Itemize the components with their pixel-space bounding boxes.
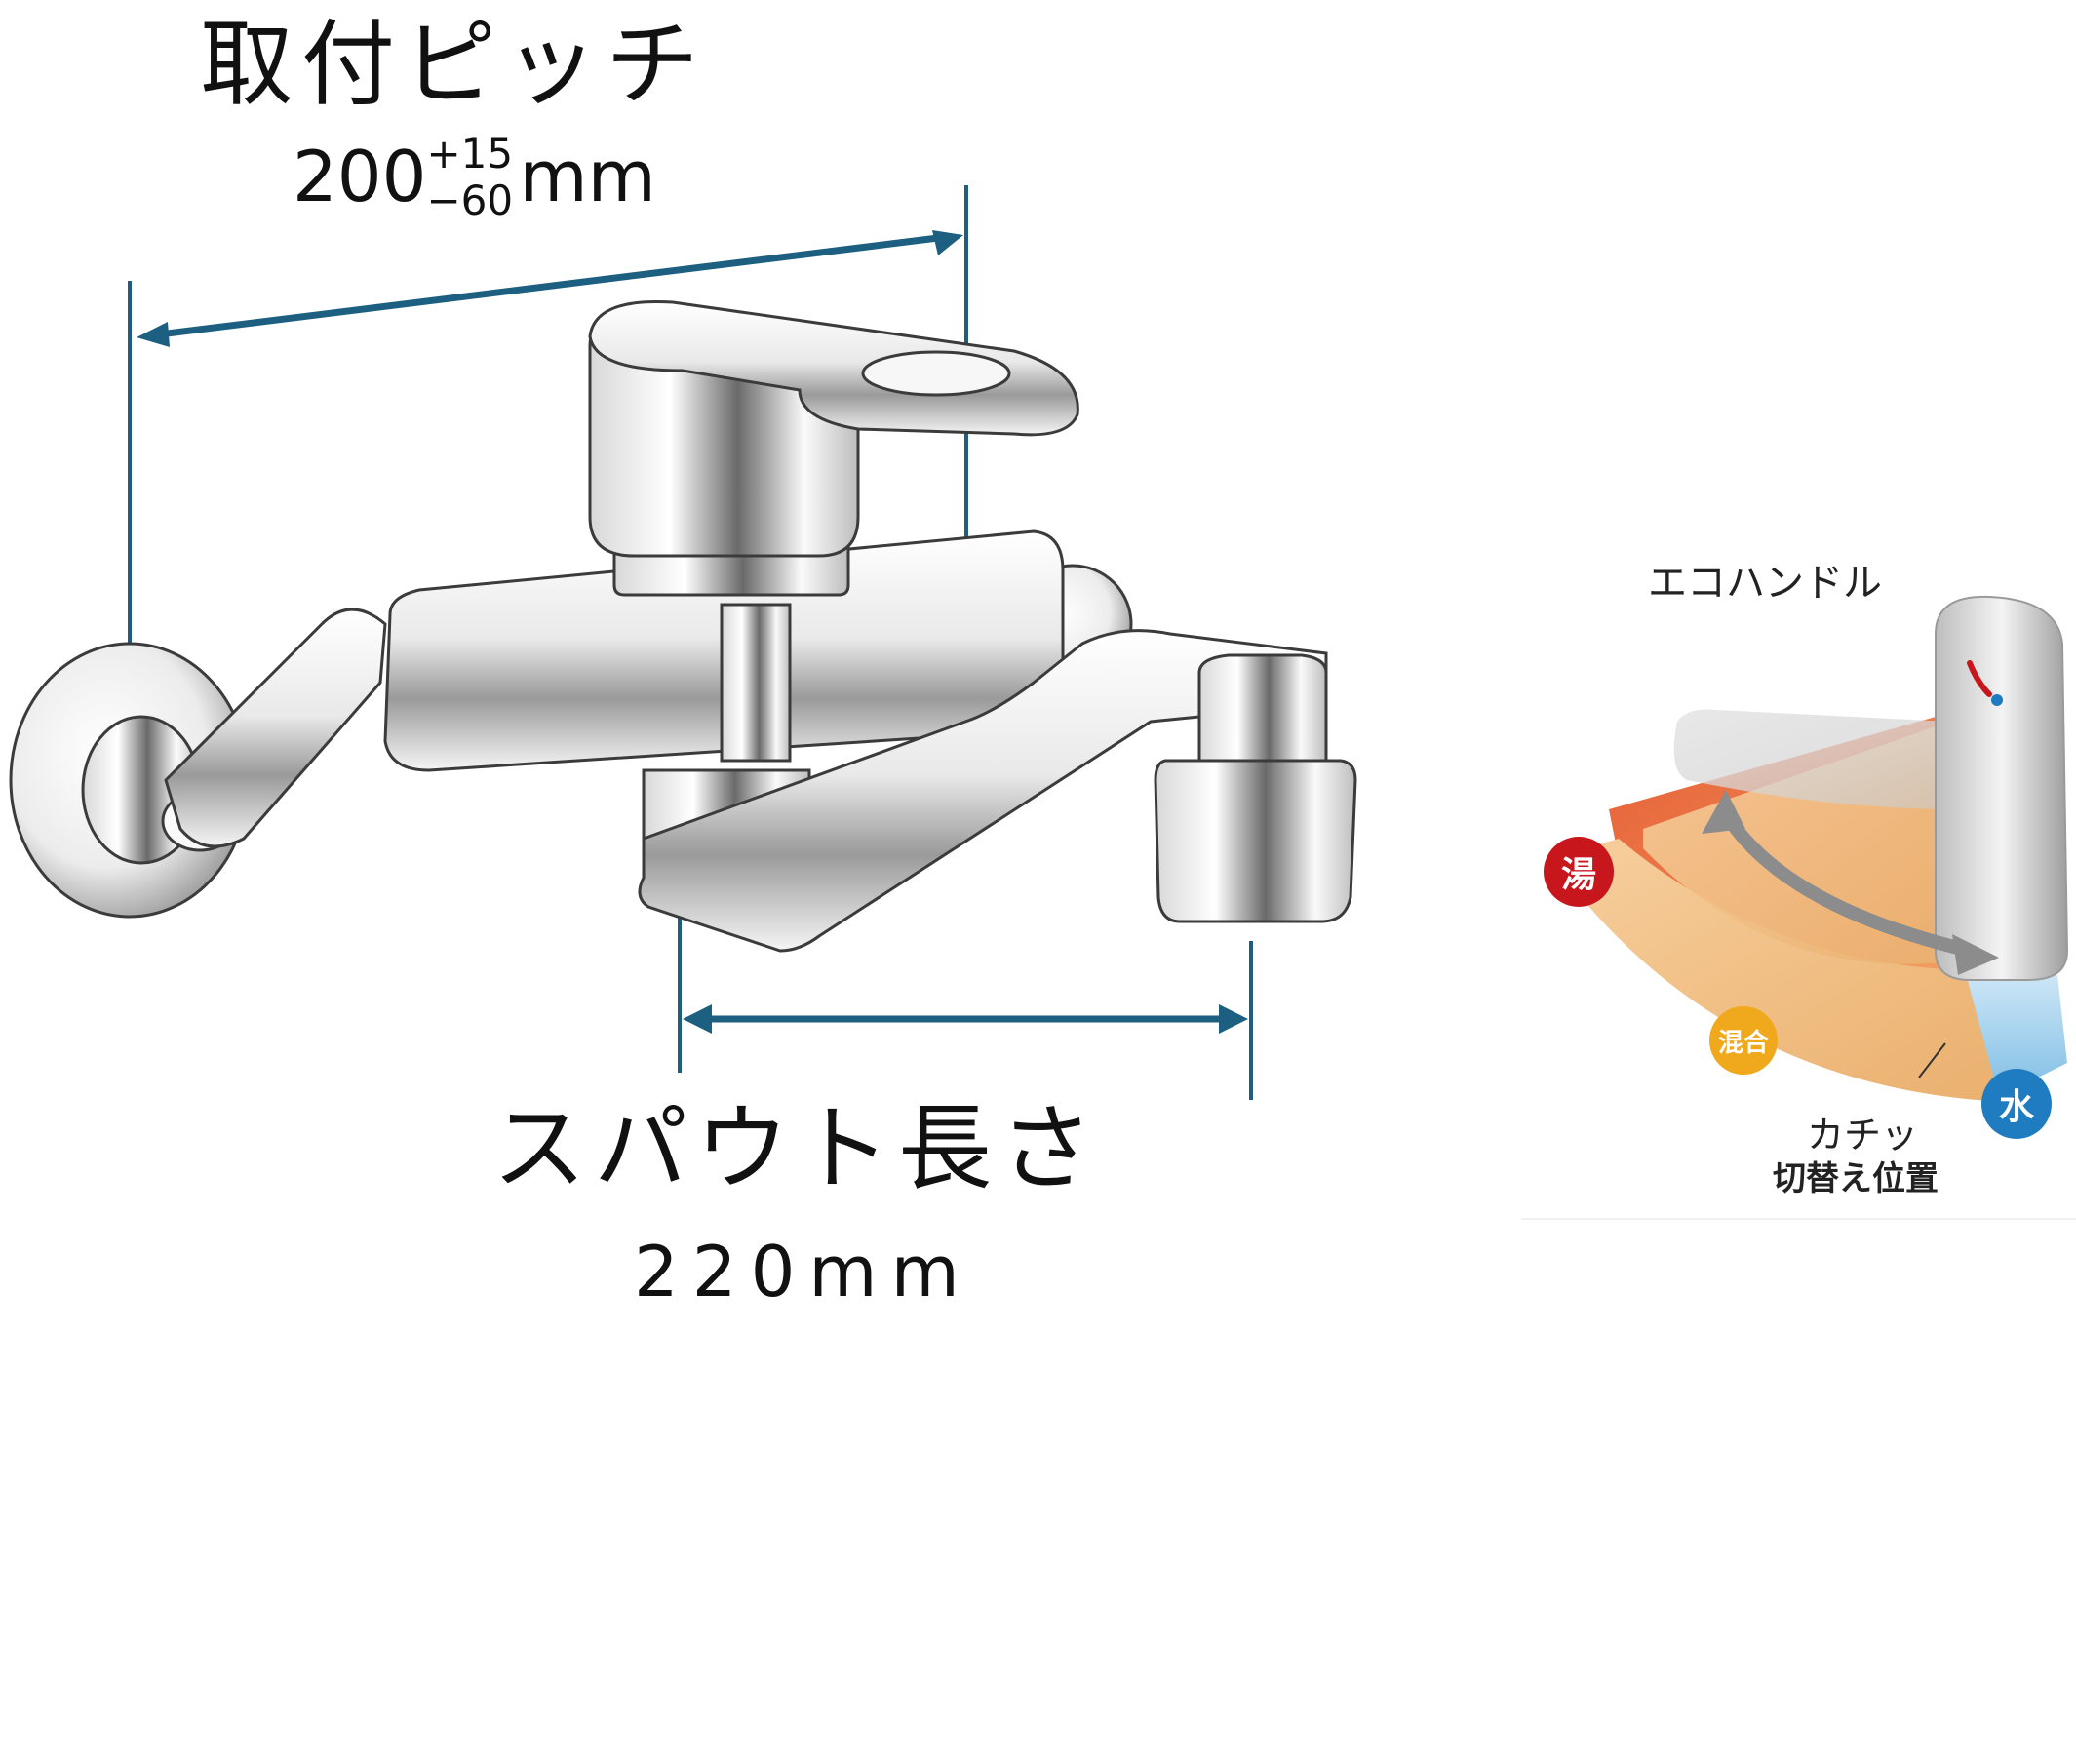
ghost-handle — [1673, 709, 1955, 809]
click-label: カチッ — [1807, 1114, 1919, 1156]
aerator-top — [1197, 653, 1328, 763]
eco-handle-diagram — [1521, 595, 2076, 1220]
cold-zone — [1965, 970, 2067, 1097]
cold-badge: 水 — [1981, 1069, 2052, 1139]
lever-handle — [588, 299, 1079, 437]
eco-handle — [1935, 595, 2069, 981]
spout-length-value: 220mm — [634, 1231, 973, 1313]
mount-pitch-title: 取付ピッチ — [200, 10, 707, 119]
mount-pitch-number: 200 — [293, 136, 427, 217]
spout-length-title: スパウト長さ — [492, 1094, 1101, 1203]
switch-position-label: 切替え位置 — [1773, 1159, 1939, 1198]
tolerance-plus: +15 — [426, 130, 514, 177]
spout-length-dimension — [678, 912, 1253, 1100]
aerator-ring — [1154, 759, 1357, 923]
mount-pitch-tolerance: +15−60 — [426, 134, 519, 224]
swing-arrow — [1720, 810, 1972, 958]
mix-label: 混合 — [1717, 1028, 1769, 1058]
tolerance-minus: −60 — [426, 176, 514, 224]
hot-label: 湯 — [1560, 855, 1596, 895]
hot-badge: 湯 — [1544, 837, 1614, 907]
mix-badge: 混合 — [1709, 1006, 1778, 1075]
eco-handle-title: エコハンドル — [1648, 561, 1882, 606]
left-elbow-arm — [164, 608, 387, 848]
cold-label: 水 — [1998, 1087, 2034, 1127]
spout — [638, 629, 1328, 953]
mix-zone — [1550, 839, 2004, 1102]
faucet-illustration — [9, 299, 1357, 953]
mount-pitch-unit: mm — [519, 136, 656, 217]
